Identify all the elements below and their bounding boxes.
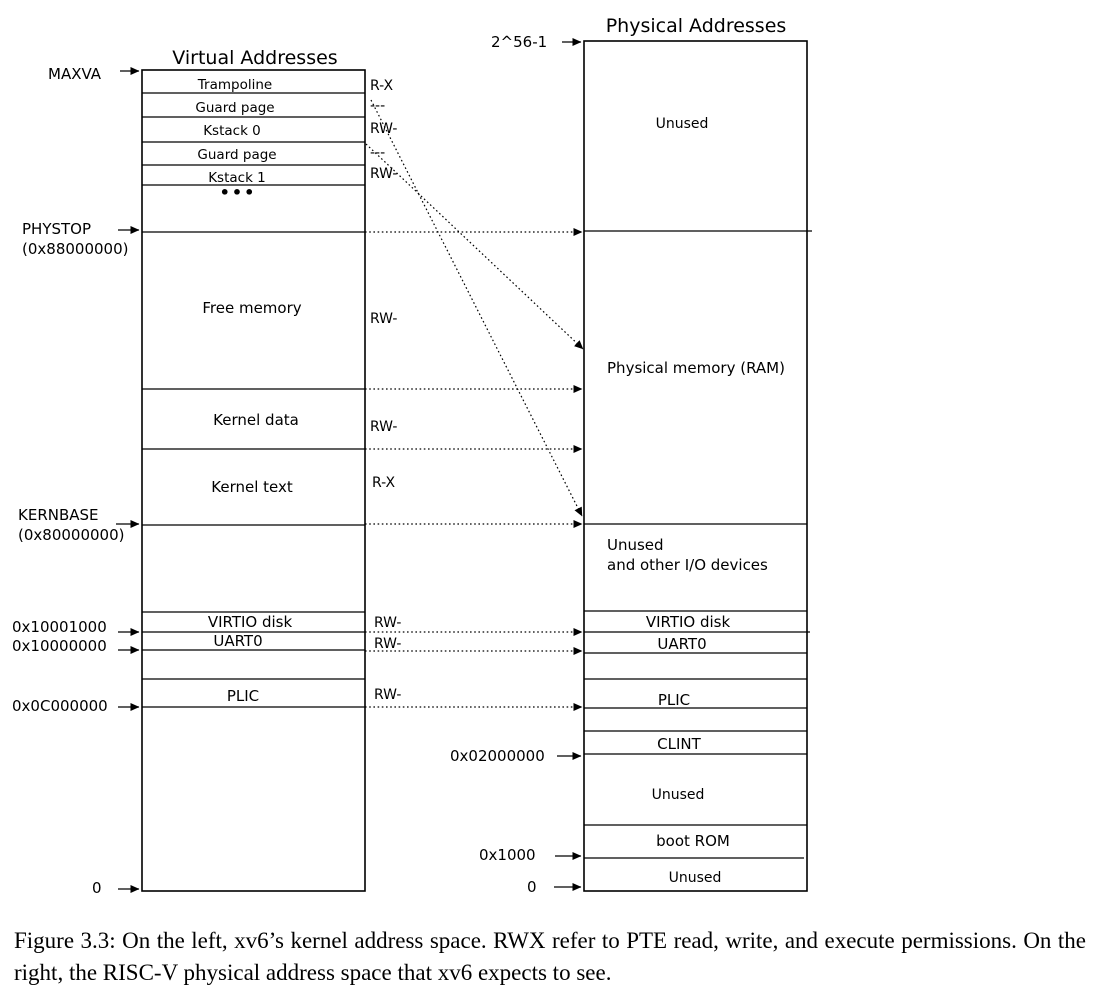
perm-kstack-0: RW- <box>370 121 398 137</box>
mapping-arrow-trampoline <box>370 99 583 517</box>
perm-plic: RW- <box>374 687 402 703</box>
region-guard-page-0: Guard page <box>195 100 274 116</box>
phys-region-clint: CLINT <box>657 735 701 753</box>
mapping-arrows <box>365 99 584 712</box>
phys-region-boot-rom: boot ROM <box>656 832 730 850</box>
perm-guard-page-1: --- <box>370 145 385 161</box>
region-trampoline: Trampoline <box>197 77 272 93</box>
region-free-memory: Free memory <box>202 299 301 317</box>
perm-virtio: RW- <box>374 615 402 631</box>
phys-region-unused-io-line1: Unused <box>607 536 664 554</box>
virtual-addresses-title: Virtual Addresses <box>172 47 337 69</box>
address-kernbase: KERNBASE <box>18 506 99 524</box>
phys-address-top: 2^56-1 <box>491 33 547 51</box>
physical-address-column: Physical Addresses Unused Physical memor… <box>583 15 812 892</box>
phys-region-virtio-disk: VIRTIO disk <box>646 613 731 631</box>
phys-region-unused-mid: Unused <box>652 787 705 803</box>
physical-address-labels: 2^56-1 0x02000000 0x1000 0 <box>450 33 582 896</box>
phys-address-zero: 0 <box>527 878 537 896</box>
address-phystop-hex: (0x88000000) <box>22 240 128 258</box>
perm-trampoline: R-X <box>370 78 394 94</box>
address-space-diagram: Virtual Addresses Trampoline Guard page … <box>12 15 812 897</box>
virtual-address-labels: MAXVA PHYSTOP (0x88000000) KERNBASE (0x8… <box>12 65 140 897</box>
region-uart0: UART0 <box>213 632 262 650</box>
perm-kstack-1: RW- <box>370 166 398 182</box>
phys-region-unused-top: Unused <box>656 116 709 132</box>
address-phystop: PHYSTOP <box>22 220 91 238</box>
phys-address-clint: 0x02000000 <box>450 747 545 765</box>
phys-region-uart0: UART0 <box>657 635 706 653</box>
phys-region-unused-io-line2: and other I/O devices <box>607 556 768 574</box>
region-kernel-data: Kernel data <box>213 411 299 429</box>
perm-free-memory: RW- <box>370 311 398 327</box>
address-plic: 0x0C000000 <box>12 697 108 715</box>
perm-kernel-text: R-X <box>372 475 396 491</box>
perm-uart: RW- <box>374 636 402 652</box>
physical-address-box <box>583 40 808 892</box>
phys-region-unused-bottom: Unused <box>669 870 722 886</box>
region-plic: PLIC <box>227 687 259 705</box>
mapping-arrow-kstack <box>365 143 584 350</box>
region-virtio-disk: VIRTIO disk <box>208 613 293 631</box>
address-virtual-zero: 0 <box>92 879 102 897</box>
region-kstack-0: Kstack 0 <box>203 123 261 139</box>
region-guard-page-1: Guard page <box>197 147 276 163</box>
virtual-address-column: Virtual Addresses Trampoline Guard page … <box>141 47 366 892</box>
perm-guard-page-0: --- <box>370 98 385 114</box>
phys-region-ram: Physical memory (RAM) <box>607 359 785 377</box>
virtual-address-box <box>141 69 366 892</box>
address-virtio: 0x10001000 <box>12 618 107 636</box>
address-kernbase-hex: (0x80000000) <box>18 526 124 544</box>
physical-addresses-title: Physical Addresses <box>606 15 787 37</box>
address-uart: 0x10000000 <box>12 637 107 655</box>
permission-labels: R-X --- RW- --- RW- RW- RW- R-X RW- RW- … <box>370 78 402 703</box>
region-kernel-text: Kernel text <box>211 478 293 496</box>
phys-region-plic: PLIC <box>658 691 690 709</box>
region-ellipsis: ••• <box>220 183 257 202</box>
address-maxva: MAXVA <box>48 65 102 83</box>
phys-address-boot-rom: 0x1000 <box>479 846 536 864</box>
region-kstack-1: Kstack 1 <box>208 170 266 186</box>
figure-caption: Figure 3.3: On the left, xv6’s kernel ad… <box>14 928 1086 985</box>
perm-kernel-data: RW- <box>370 419 398 435</box>
